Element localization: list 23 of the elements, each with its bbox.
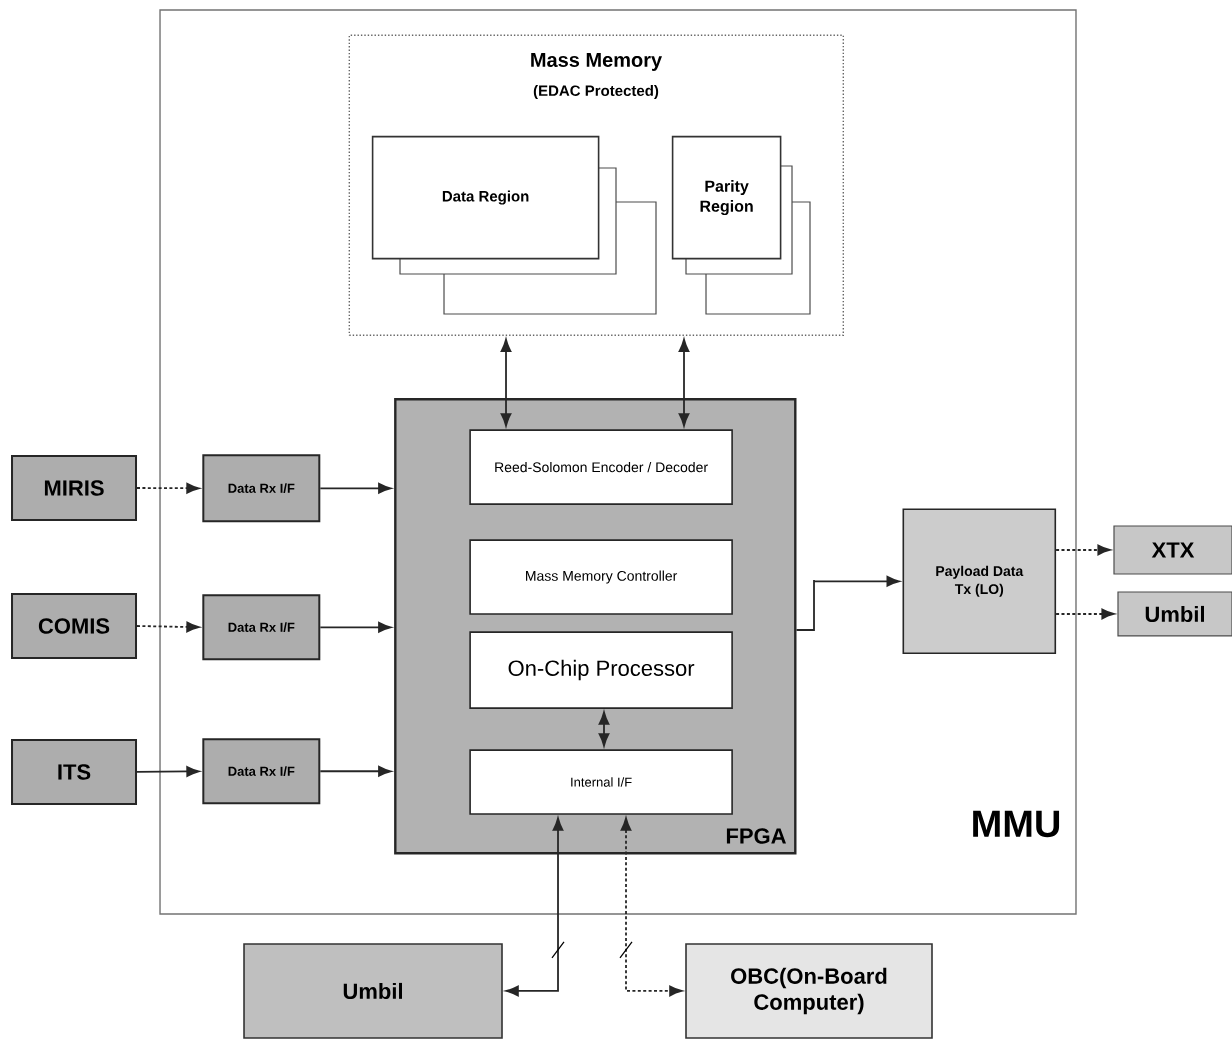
- arrow: [136, 766, 200, 777]
- instrument-box: ITS: [11, 739, 137, 805]
- arrow: [319, 621, 392, 633]
- instrument-box: MIRIS: [11, 455, 137, 521]
- arrow: [678, 338, 690, 427]
- arrow: [598, 711, 610, 747]
- umbilical-box: Umbil: [243, 943, 503, 1039]
- parity-region-stack: Parity Region: [671, 135, 811, 315]
- arrow: [136, 621, 200, 633]
- arrow: [319, 482, 392, 494]
- computer-box: OBC(On-Board Computer): [685, 943, 933, 1039]
- arrow: [319, 765, 392, 777]
- arrow: [136, 482, 200, 494]
- arrow: [1055, 544, 1111, 556]
- arrow: [795, 575, 900, 631]
- arrow: [1055, 608, 1115, 620]
- processor-box: On-Chip Processor: [469, 631, 733, 709]
- output-box: XTX: [1113, 525, 1232, 575]
- arrow: [505, 817, 564, 997]
- instrument-box: COMIS: [11, 592, 137, 659]
- arrow: [620, 817, 683, 997]
- arrow: [500, 338, 512, 427]
- output-box: Umbil: [1117, 591, 1232, 637]
